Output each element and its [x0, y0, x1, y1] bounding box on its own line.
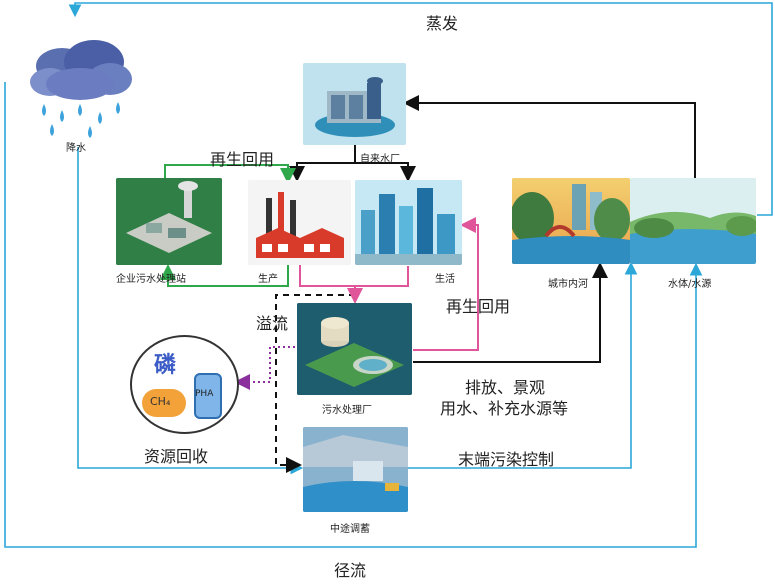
waterworks-icon — [303, 63, 406, 145]
discharge-label-line2: 用水、补充水源等 — [440, 399, 569, 418]
pha-label: PHA — [195, 389, 214, 399]
production-to-wwtp-arrow — [299, 264, 363, 304]
lake-icon — [630, 178, 756, 264]
urban-river-icon — [512, 178, 630, 264]
storage-icon — [303, 427, 408, 512]
runoff-label: 径流 — [334, 561, 367, 580]
terminal-control-arrow — [408, 261, 638, 469]
living-to-wwtp-arrow — [355, 266, 409, 287]
factory-icon — [248, 180, 351, 265]
urban-river-node — [512, 178, 630, 264]
resource-recovery-arrow — [234, 346, 300, 390]
production-node — [248, 180, 351, 265]
water-source-label: 水体/水源 — [668, 279, 712, 290]
source-to-waterworks-arrow — [403, 95, 696, 178]
waterworks-node — [303, 63, 406, 145]
rain-cloud-icon — [30, 40, 132, 138]
wwtp-label: 污水处理厂 — [322, 405, 372, 416]
evaporation-label: 蒸发 — [426, 14, 459, 33]
storage-node — [303, 427, 408, 512]
reuse-pink-arrow — [413, 217, 479, 351]
wwtp-node — [297, 303, 412, 395]
discharge-label-line1: 排放、景观 — [465, 378, 546, 397]
rain-to-storage-arrow — [77, 147, 304, 475]
industrial-plant-node — [116, 178, 222, 265]
living-label: 生活 — [435, 274, 455, 285]
waterworks-to-users-arrow-right — [355, 162, 416, 182]
rain-label: 降水 — [66, 143, 86, 154]
overflow-label: 溢流 — [256, 314, 289, 333]
waterworks-to-users-arrow-left — [289, 162, 355, 182]
city-icon — [355, 180, 462, 265]
evaporation-arrow — [68, 2, 773, 216]
production-label: 生产 — [258, 274, 278, 285]
phosphorus-label: 磷 — [154, 352, 177, 378]
reuse-green-arrow — [164, 164, 296, 184]
rain-node — [22, 24, 137, 144]
water-source-node — [630, 178, 756, 264]
urban-river-label: 城市内河 — [548, 279, 588, 290]
storage-label: 中途调蓄 — [330, 524, 370, 535]
reuse-top-label: 再生回用 — [210, 150, 275, 169]
terminal-control-label: 末端污染控制 — [458, 450, 555, 469]
methane-label: CH₄ — [150, 395, 171, 408]
waterworks-label: 自来水厂 — [360, 154, 400, 165]
resource-recovery-node: 磷 CH₄ PHA — [130, 335, 239, 434]
runoff-arrow — [4, 82, 703, 548]
production-to-plant-arrow — [160, 264, 289, 287]
industrial-plant-icon — [116, 178, 222, 265]
wwtp-icon — [297, 303, 412, 395]
methane-cloud-icon — [142, 389, 186, 417]
resource-recovery-label: 资源回收 — [144, 447, 209, 466]
discharge-arrow — [413, 262, 608, 363]
reuse-right-label: 再生回用 — [446, 297, 511, 316]
living-node — [355, 180, 462, 265]
industrial-plant-label: 企业污水处理站 — [116, 274, 186, 285]
pha-bottle-icon — [194, 373, 222, 419]
